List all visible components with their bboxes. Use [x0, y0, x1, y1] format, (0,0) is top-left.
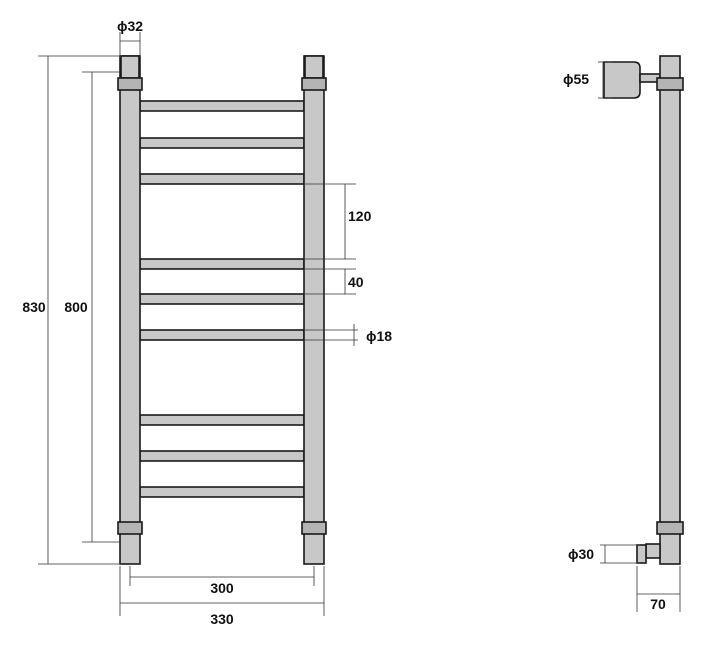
left-post-body — [119, 55, 141, 565]
side-view: ϕ55 ϕ30 70 — [563, 55, 684, 612]
left-top-collar — [117, 77, 143, 91]
label-w330: 330 — [210, 611, 234, 627]
dim-w300: 300 — [129, 566, 315, 596]
left-bottom-collar — [117, 521, 143, 535]
rung-9 — [139, 486, 305, 498]
dim-w70: 70 — [636, 566, 681, 612]
rung-8 — [139, 450, 305, 462]
rung-6 — [139, 329, 305, 341]
label-h830: 830 — [22, 299, 46, 315]
label-d30: ϕ30 — [568, 546, 594, 562]
label-d32: ϕ32 — [117, 18, 143, 34]
rungs — [139, 100, 305, 498]
right-top-plug — [304, 55, 324, 79]
side-bottom-collar — [656, 521, 684, 535]
dim-h800: 800 — [64, 71, 120, 543]
top-cap — [603, 61, 641, 99]
label-gap120: 120 — [348, 208, 372, 224]
label-d18: ϕ18 — [366, 328, 392, 344]
label-d55: ϕ55 — [563, 71, 589, 87]
label-h800: 800 — [64, 299, 88, 315]
bottom-valve — [645, 543, 661, 559]
dim-d55: ϕ55 — [563, 61, 612, 99]
label-w300: 300 — [210, 580, 234, 596]
side-top-collar — [656, 77, 684, 91]
left-post — [117, 55, 143, 565]
right-post-body — [303, 55, 325, 565]
rung-5 — [139, 293, 305, 305]
label-gap40: 40 — [348, 274, 364, 290]
rung-1 — [139, 100, 305, 112]
front-view: ϕ32 830 800 120 40 — [22, 18, 392, 627]
right-bottom-collar — [301, 521, 327, 535]
rung-7 — [139, 414, 305, 426]
dim-w330: 330 — [119, 566, 325, 627]
dim-gap40: 40 — [304, 268, 364, 295]
dim-d32: ϕ32 — [117, 18, 143, 58]
bottom-connector — [636, 544, 647, 564]
right-post — [301, 55, 327, 565]
label-w70: 70 — [650, 596, 666, 612]
dim-d18: ϕ18 — [304, 324, 392, 346]
rung-3 — [139, 173, 305, 185]
dim-d30: ϕ30 — [568, 544, 640, 564]
right-top-collar — [301, 77, 327, 91]
left-top-plug — [120, 55, 140, 79]
dim-gap120: 120 — [304, 183, 372, 260]
side-post-body — [659, 55, 681, 565]
rung-4 — [139, 258, 305, 270]
rung-2 — [139, 137, 305, 149]
dim-h830: 830 — [22, 55, 122, 565]
